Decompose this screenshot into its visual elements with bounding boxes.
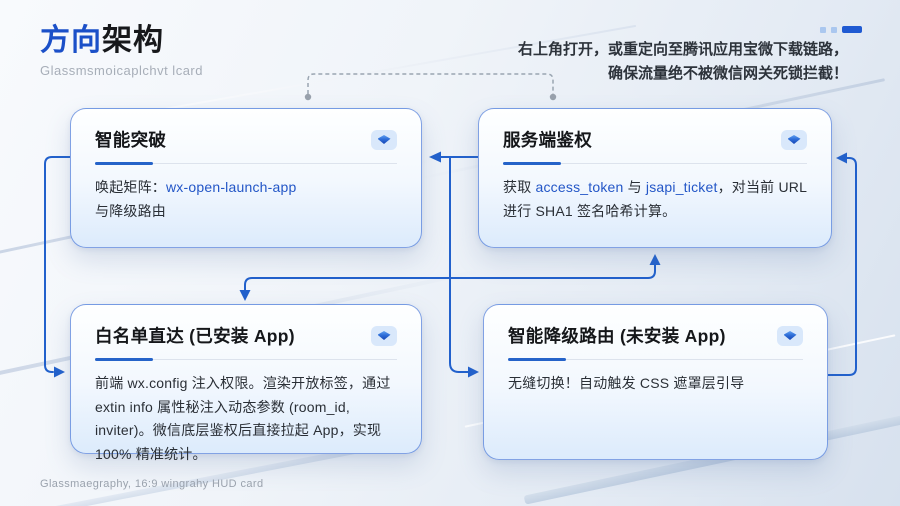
diamond-glyph (783, 331, 797, 340)
connector-card4-to-card2 (827, 152, 857, 376)
card-divider (95, 358, 397, 361)
page-title: 方向架构 (40, 24, 203, 57)
connector-branch-to-card4 (449, 156, 479, 378)
diamond-glyph (787, 135, 801, 144)
card-body: 前端 wx.config 注入权限。渲染开放标签，通过 extin info 属… (95, 372, 397, 466)
card-body: 无缝切换！自动触发 CSS 遮罩层引导 (508, 372, 803, 396)
body-text: 与降级路由 (95, 202, 166, 219)
deco-square-icon (820, 26, 826, 33)
corner-decoration (820, 26, 862, 33)
diamond-glyph (377, 135, 391, 144)
note-line-1: 右上角打开，或重定向至腾讯应用宝微下载链路， (517, 41, 848, 58)
card-title: 白名单直达 (已安装 App) (95, 326, 295, 346)
body-text: ，对当前 URL 进行 SHA1 签名哈希计算。 (503, 179, 807, 219)
body-code-text: access_token (535, 179, 624, 195)
page-title-rest: 架构 (102, 24, 164, 57)
page-subtitle: Glassmsmoicaplchvt lcard (40, 63, 203, 78)
note-line-2: 确保流量绝不被微信网关死锁拦截！ (607, 65, 848, 82)
card-smart-fallback-route: 智能降级路由 (未安装 App) 无缝切换！自动触发 CSS 遮罩层引导 (483, 304, 828, 460)
body-text: 无缝切换！自动触发 CSS 遮罩层引导 (508, 375, 745, 391)
card-whitelist-direct: 白名单直达 (已安装 App) 前端 wx.config 注入权限。渲染开放标签… (70, 304, 422, 462)
header: 方向架构 Glassmsmoicaplchvt lcard (40, 24, 203, 78)
body-text: 与 (623, 179, 646, 195)
card-divider (508, 358, 803, 361)
card-header: 智能突破 (95, 127, 397, 152)
diamond-icon (371, 129, 397, 150)
connector-card2-to-card1 (429, 151, 479, 163)
connector-card2-card3-bidirectional (239, 254, 661, 301)
page-title-highlight: 方向 (40, 24, 102, 57)
card-divider (95, 162, 397, 165)
deco-square-icon (831, 26, 837, 33)
top-right-note: 右上角打开，或重定向至腾讯应用宝微下载链路， 确保流量绝不被微信网关死锁拦截！ (518, 38, 848, 86)
diamond-icon (371, 325, 397, 346)
card-body: 获取 access_token 与 jsapi_ticket，对当前 URL 进… (503, 176, 807, 223)
body-text: 唤起矩阵： (95, 179, 166, 195)
card-header: 智能降级路由 (未安装 App) (508, 323, 803, 348)
card-server-auth: 服务端鉴权 获取 access_token 与 jsapi_ticket，对当前… (478, 108, 832, 248)
card-header: 白名单直达 (已安装 App) (95, 323, 397, 348)
body-text: 获取 (503, 179, 536, 195)
body-text: 前端 wx.config 注入权限。渲染开放标签，通过 extin info 属… (95, 375, 391, 462)
diamond-icon (781, 129, 807, 150)
connector-card1-to-card3 (44, 156, 71, 378)
card-smart-breakthrough: 智能突破 唤起矩阵：wx-open-launch-app 与降级路由 (70, 108, 422, 248)
card-title: 智能降级路由 (未安装 App) (508, 326, 726, 346)
deco-bar-icon (842, 26, 862, 33)
body-code-text: jsapi_ticket (645, 179, 718, 195)
card-title: 智能突破 (95, 130, 167, 150)
footer-caption: Glassmaegraphy, 16:9 wingrahy HUD card (40, 478, 264, 490)
diamond-icon (777, 325, 803, 346)
card-divider (503, 162, 807, 165)
diamond-glyph (377, 331, 391, 340)
body-code-text: wx-open-launch-app (166, 179, 297, 195)
card-title: 服务端鉴权 (503, 130, 592, 150)
card-header: 服务端鉴权 (503, 127, 807, 152)
card-body: 唤起矩阵：wx-open-launch-app 与降级路由 (95, 176, 397, 223)
